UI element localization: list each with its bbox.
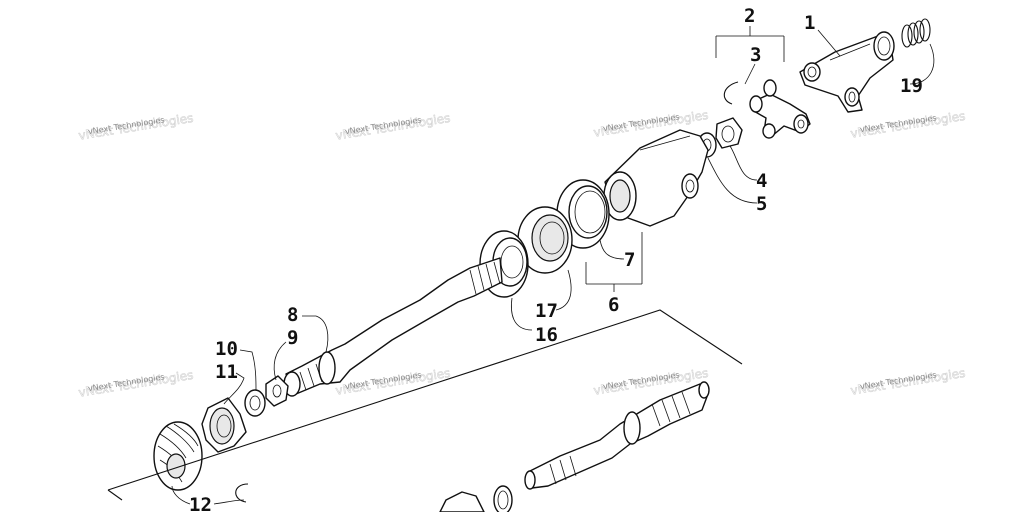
leader-lines xyxy=(171,26,935,505)
lower-shaft xyxy=(524,381,710,490)
impeller-part-12 xyxy=(153,421,249,503)
callout-5: 5 xyxy=(756,193,767,215)
callout-3: 3 xyxy=(750,44,761,66)
callout-8: 8 xyxy=(287,304,298,326)
lower-parts xyxy=(439,485,513,512)
watermark-6: vNext Technologies vNext Technologies xyxy=(334,365,451,398)
callout-16: 16 xyxy=(535,324,558,346)
watermark-2: vNext Technologies vNext Technologies xyxy=(334,110,451,143)
watermark-1: vNext Technologies vNext Technologies xyxy=(77,110,194,143)
lower-assembly-box xyxy=(107,309,743,501)
drive-yoke xyxy=(603,129,709,227)
callout-12: 12 xyxy=(189,494,212,512)
callout-4: 4 xyxy=(756,170,767,192)
bearing-part-17 xyxy=(517,206,573,274)
bearing-cap-part-4 xyxy=(715,117,743,149)
callout-19: 19 xyxy=(900,75,923,97)
bearing-part-11 xyxy=(201,397,247,453)
snap-ring-part-3 xyxy=(723,81,739,105)
callout-10: 10 xyxy=(215,338,238,360)
callout-7: 7 xyxy=(624,249,635,271)
callout-6: 6 xyxy=(608,294,619,316)
spring-part-19 xyxy=(901,18,931,48)
yoke-part-1 xyxy=(799,31,895,113)
washer-part-10 xyxy=(244,389,266,417)
watermark-8: vNext Technologies vNext Technologies xyxy=(849,365,966,398)
watermark-4: vNext Technologies vNext Technologies xyxy=(849,108,966,141)
callout-1: 1 xyxy=(804,12,815,34)
callout-2: 2 xyxy=(744,5,755,27)
callout-9: 9 xyxy=(287,327,298,349)
callout-17: 17 xyxy=(535,300,558,322)
nut-part-9 xyxy=(265,375,289,407)
watermark-5: vNext Technologies vNext Technologies xyxy=(77,367,194,400)
callout-11: 11 xyxy=(215,361,238,383)
universal-joint-cross-part-2 xyxy=(749,79,811,139)
